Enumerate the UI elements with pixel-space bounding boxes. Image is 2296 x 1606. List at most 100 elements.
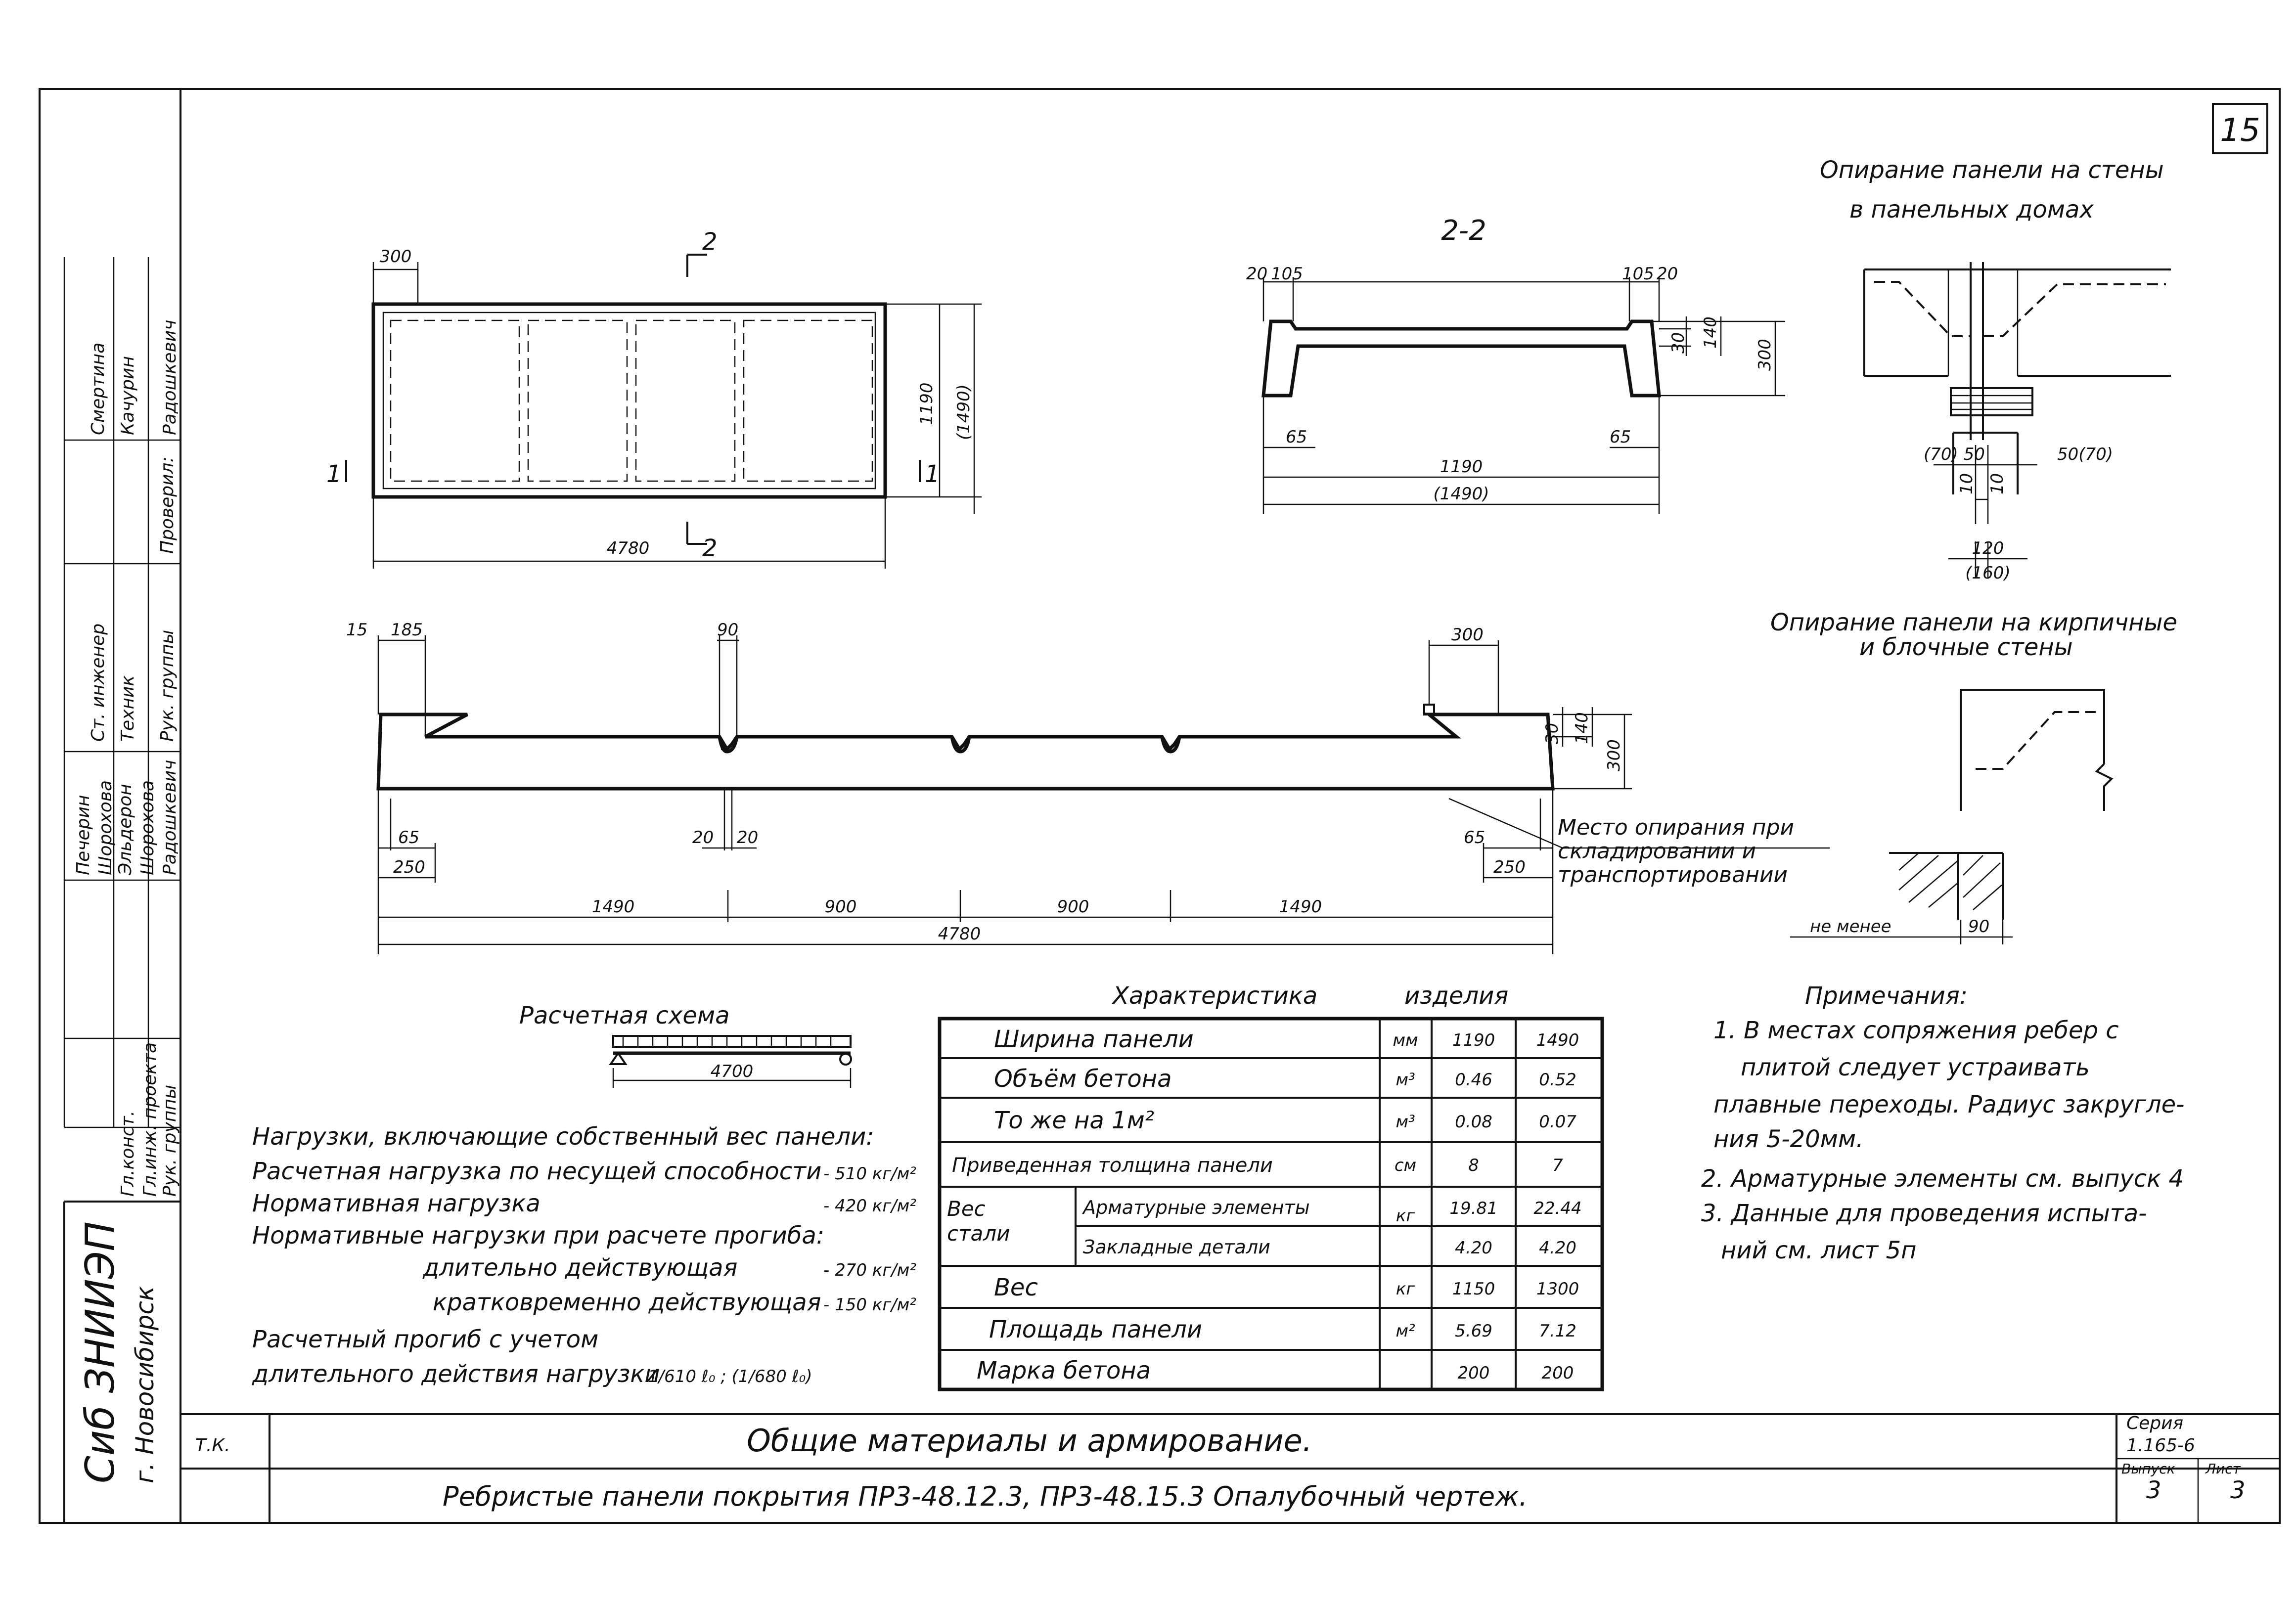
- plan-dim-length: 4780: [607, 538, 650, 558]
- ls-dim-300h: 300: [1604, 739, 1624, 771]
- ls-dim-20a: 20: [692, 828, 714, 848]
- table-cell: 4.20: [1539, 1238, 1576, 1258]
- load-label: Нормативные нагрузки при расчете прогиба…: [252, 1222, 824, 1249]
- stamp-name: Эльдерон: [115, 784, 135, 876]
- sh-dim-10b: 10: [1987, 473, 2007, 494]
- stamp-city: г. Новосибирск: [131, 1286, 159, 1483]
- stamp-role: Рук. группы: [157, 630, 178, 742]
- long-section: [376, 635, 1830, 954]
- support-brick-title-1: Опирание панели на кирпичные: [1770, 609, 2177, 636]
- loads-block: Нагрузки, включающие собственный вес пан…: [252, 1123, 916, 1388]
- sh-dim-70-50: (70) 50: [1924, 445, 1985, 464]
- plan-dim-width: 1190: [917, 382, 937, 425]
- plan-section-mark-1: 1: [326, 460, 342, 488]
- table-cell: м³: [1396, 1112, 1415, 1132]
- s22-dim-width: 1190: [1440, 457, 1483, 477]
- table-cell: м²: [1396, 1321, 1415, 1341]
- stamp-name: Шорохова: [95, 780, 116, 875]
- s22-dim-width-alt: (1490): [1433, 484, 1489, 504]
- ls-dim-20b: 20: [737, 828, 758, 848]
- section-2-2-title: 2-2: [1441, 215, 1486, 247]
- title-line-2: Ребристые панели покрытия ПР3-48.12.3, П…: [443, 1481, 1528, 1512]
- stamp-roles: Проверил: Ст. инженер Техник Рук. группы…: [88, 456, 180, 1197]
- load-value: - 420 кг/м²: [823, 1196, 916, 1216]
- stamp-name: Радошкевич: [160, 320, 180, 435]
- deflection-line-1: Расчетный прогиб с учетом: [252, 1326, 598, 1353]
- table-cell: 0.52: [1539, 1070, 1576, 1090]
- table-cell: 8: [1468, 1156, 1479, 1175]
- table-cell: 0.07: [1539, 1112, 1576, 1132]
- stamp-role: Гл.конст.: [118, 1111, 138, 1197]
- note-line: плавные переходы. Радиус закругле-: [1713, 1091, 2184, 1118]
- table-cell: кг: [1396, 1206, 1416, 1226]
- stamp-name: Печерин: [73, 795, 93, 875]
- series-value: 1.165-6: [2126, 1435, 2195, 1456]
- characteristics-table: [938, 1017, 1604, 1391]
- table-cell: Закладные детали: [1083, 1236, 1270, 1258]
- plan-section-mark-2: 2: [702, 228, 718, 256]
- table-cell: 4.20: [1455, 1238, 1492, 1258]
- support-brick-min-label: не менее: [1810, 917, 1891, 937]
- ls-dim-250r: 250: [1493, 857, 1526, 877]
- series-label: Серия: [2126, 1413, 2183, 1433]
- deflection-value: 1/610 ℓ₀ ; (1/680 ℓ₀): [648, 1367, 812, 1386]
- table-cell: Площадь панели: [989, 1316, 1202, 1343]
- table-cell: 1150: [1452, 1279, 1495, 1299]
- calc-scheme: [609, 1035, 852, 1088]
- table-cell: 0.08: [1455, 1112, 1492, 1132]
- s22-dim-65a: 65: [1286, 427, 1307, 447]
- title-line-1: Общие материалы и армирование.: [747, 1423, 1312, 1459]
- ls-dim-15: 15: [346, 620, 367, 640]
- table-cell: Вес: [994, 1274, 1038, 1301]
- ls-dim-65l: 65: [398, 828, 419, 848]
- load-label: кратковременно действующая: [433, 1289, 821, 1316]
- stamp-role: Гл.инж. проекта: [140, 1042, 160, 1197]
- s22-dim-105b: 105: [1622, 264, 1654, 284]
- support-note: Место опирания при складировании и транс…: [1558, 816, 1794, 887]
- loads-header: Нагрузки, включающие собственный вес пан…: [252, 1123, 874, 1151]
- side-stamp: [63, 257, 180, 1523]
- characteristics-title-b: изделия: [1404, 982, 1508, 1010]
- sh-dim-10a: 10: [1957, 473, 1977, 494]
- table-cell: 7.12: [1539, 1321, 1576, 1341]
- table-cell: 0.46: [1455, 1070, 1492, 1090]
- issue-value: 3: [2146, 1476, 2161, 1504]
- sheet-value: 3: [2230, 1476, 2246, 1504]
- calc-scheme-span: 4700: [711, 1062, 754, 1081]
- load-label: Нормативная нагрузка: [252, 1190, 540, 1217]
- stamp-role: Ст. инженер: [88, 624, 108, 742]
- calc-scheme-title: Расчетная схема: [519, 1002, 729, 1029]
- ls-dim-185: 185: [391, 620, 423, 640]
- stamp-name: Качурин: [118, 356, 138, 435]
- table-cell: 22.44: [1533, 1199, 1581, 1218]
- ls-span-1: 1490: [592, 897, 635, 917]
- ls-span-2: 900: [825, 897, 857, 917]
- table-cell: 5.69: [1455, 1321, 1492, 1341]
- support-panel-houses: [1863, 262, 2171, 579]
- stamp-name: Смертина: [88, 343, 108, 435]
- table-cell: м³: [1396, 1070, 1415, 1090]
- s22-dim-20a: 20: [1246, 264, 1267, 284]
- plan-view: [345, 254, 982, 569]
- table-cell: 1490: [1536, 1030, 1579, 1050]
- load-value: - 150 кг/м²: [823, 1295, 916, 1315]
- stamp-names: Смертина Качурин Радошкевич Печерин Шоро…: [73, 320, 180, 876]
- sh-dim-160: (160): [1965, 563, 2010, 583]
- ls-dim-30: 30: [1542, 723, 1562, 744]
- page-number: 15: [2220, 112, 2260, 149]
- support-houses-title-2: в панельных домах: [1849, 196, 2094, 223]
- table-cell: Арматурные элементы: [1081, 1197, 1310, 1218]
- ls-dim-250l: 250: [393, 857, 425, 877]
- ls-dim-65r: 65: [1464, 828, 1485, 848]
- s22-dim-65b: 65: [1610, 427, 1631, 447]
- table-cell: Приведенная толщина панели: [952, 1154, 1273, 1177]
- sh-dim-120: 120: [1972, 538, 2004, 558]
- table-cell: 1300: [1536, 1279, 1579, 1299]
- ls-dim-90: 90: [717, 620, 738, 640]
- issue-label: Выпуск: [2121, 1461, 2175, 1477]
- ls-span-4: 1490: [1279, 897, 1322, 917]
- characteristics-title-a: Характеристика: [1111, 982, 1317, 1010]
- stamp-role: Рук. группы: [160, 1085, 180, 1197]
- ls-dim-300: 300: [1451, 625, 1484, 645]
- stamp-role: Техник: [118, 675, 138, 742]
